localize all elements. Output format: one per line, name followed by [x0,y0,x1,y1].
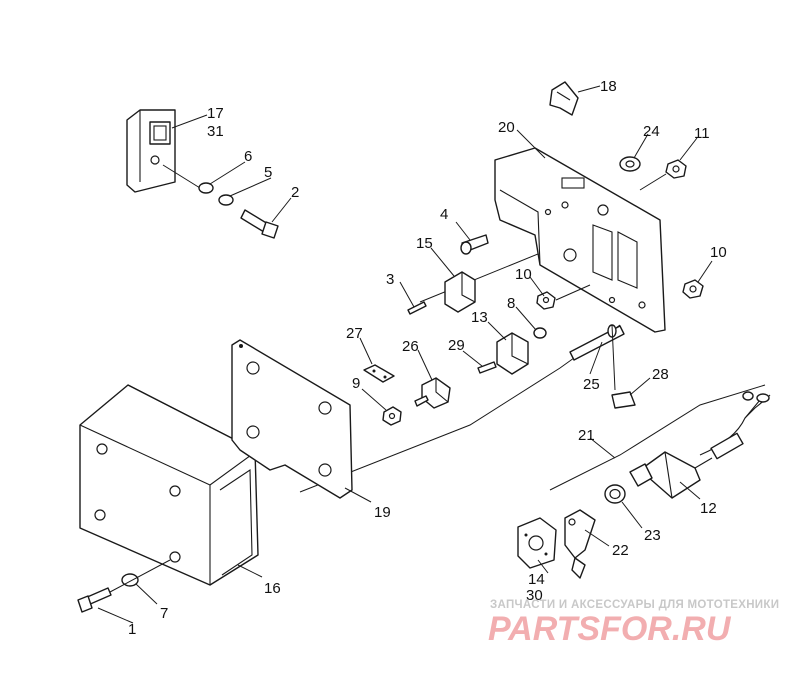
part-11-nut [665,159,687,179]
part-3-screw [407,301,427,315]
part-28-clip [611,391,636,409]
callout-10a: 10 [515,266,532,283]
leader-21-bracket [549,384,766,491]
part-10-nut-middle [536,291,556,310]
watermark: ЗАПЧАСТИ И АКСЕССУАРЫ ДЛЯ МОТОТЕХНИКИ PA… [488,599,779,648]
callout-24: 24 [643,123,660,140]
callout-28: 28 [652,366,669,383]
assembly-line-upper [419,244,561,303]
part-27-plate [363,364,395,383]
callout-13: 13 [471,309,488,326]
callout-22: 22 [612,542,629,559]
callout-15: 15 [416,235,433,252]
part-6-washer [198,182,214,194]
callout-26: 26 [402,338,419,355]
part-4-screw [460,234,489,255]
part-16-housing [79,384,259,586]
callout-1: 1 [128,621,136,638]
callout-14: 14 [528,571,545,588]
part-8-washer [533,327,547,339]
callout-9: 9 [352,375,360,392]
callout-17: 17 [207,105,224,122]
callout-11: 11 [694,125,710,142]
watermark-caption: ЗАПЧАСТИ И АКСЕССУАРЫ ДЛЯ МОТОТЕХНИКИ [490,599,779,611]
part-2-bolt [240,209,279,239]
callout-20: 20 [498,119,515,136]
callout-19: 19 [374,504,391,521]
part-23-nut [604,484,626,504]
callout-5: 5 [264,164,272,181]
leader-17-to-bolt [162,164,201,189]
part-20-main-bracket [494,147,666,333]
callout-18: 18 [600,78,617,95]
leader-28 [611,324,616,391]
callout-16: 16 [264,580,281,597]
callout-6: 6 [244,148,252,165]
callout-3: 3 [386,271,394,288]
part-15-clamp [444,271,476,313]
watermark-logo: PARTSFOR.RU [488,610,732,648]
part-22-terminal [564,509,596,579]
part-29-screw [477,361,497,374]
callout-31: 31 [207,123,224,140]
callout-7: 7 [160,605,168,622]
part-21-cable [699,391,771,460]
part-25-stud [569,324,625,361]
callout-2: 2 [291,184,299,201]
part-18-clip [549,81,579,116]
callout-12: 12 [700,500,717,517]
leader-1-to-housing [109,559,171,593]
callout-21: 21 [578,427,595,444]
part-5-washer [218,194,234,206]
callout-25: 25 [583,376,600,393]
callout-4: 4 [440,206,448,223]
callout-labels: 1 2 3 4 5 6 7 8 9 10 10 11 12 13 14 15 1… [128,78,727,638]
part-13-bracket [496,332,529,375]
part-10-nut-right [682,279,704,299]
part-12-sensor [629,451,713,499]
part-17-cover [126,109,176,193]
part-19-mounting-plate [231,339,353,499]
part-24-grommet [619,156,641,172]
callout-leaders [97,85,713,624]
leader-11 [639,173,667,191]
part-9-nut [382,406,402,426]
callout-29: 29 [448,337,465,354]
callout-8: 8 [507,295,515,312]
leader-10 [555,284,591,301]
part-1-bolt [77,587,112,613]
callout-10b: 10 [710,244,727,261]
part-26-connector [414,377,451,409]
callout-27: 27 [346,325,363,342]
part-14-gasket [517,517,557,569]
callout-23: 23 [644,527,661,544]
callout-30: 30 [526,587,543,604]
